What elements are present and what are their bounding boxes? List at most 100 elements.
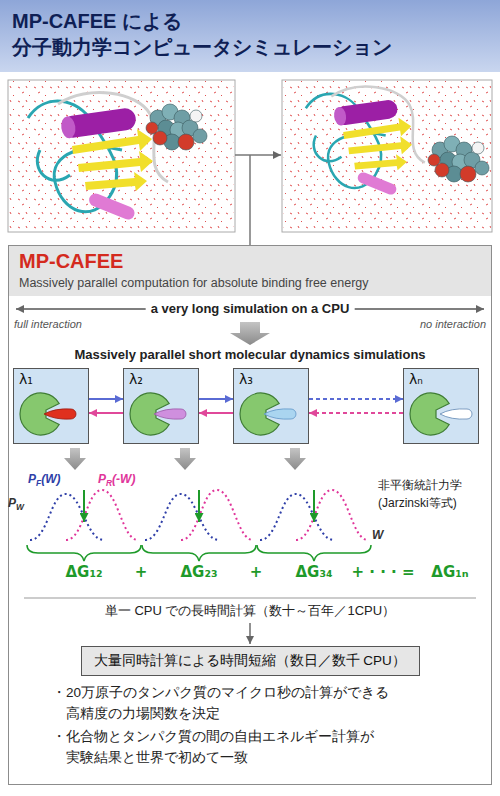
note: 非平衡統計力学	[378, 478, 462, 492]
range-end-label-group: full interaction	[14, 318, 82, 332]
transition-arrow	[199, 412, 233, 414]
free-energy-term-group: ΔG₁₂	[65, 563, 102, 582]
axis-label-group: W	[372, 528, 383, 543]
lambda-ground	[13, 368, 89, 444]
free-energy-term: ΔG₂₃	[180, 563, 217, 581]
forward-dist-label: P	[28, 472, 36, 486]
transition-arrow	[309, 398, 403, 400]
free-energy-total: ΔG₁ₙ	[431, 563, 468, 581]
section-label-group: Massively parallel short molecular dynam…	[74, 347, 425, 363]
bullet-item-group: ・化合物とタンパク質の間の自由エネルギー計算が 実験結果と世界で初めて一致	[52, 727, 462, 769]
ligand	[154, 409, 186, 419]
lambda-label: λ₃	[234, 369, 308, 386]
operator-group: + · · · =	[351, 563, 414, 582]
lambda-label: λ₁	[14, 369, 88, 386]
lambda-ground	[123, 368, 199, 444]
header-band: MP-CAFEEMassively parallel computation f…	[9, 246, 491, 296]
range-end-label: full interaction	[14, 318, 82, 330]
down-arrow	[174, 448, 196, 470]
water-box	[9, 81, 234, 231]
reverse-dist-label: R	[106, 478, 112, 488]
forward-dist-label-group: PF(W)	[28, 472, 60, 488]
title-band: MP-CAFEE による 分子動力学コンピュータシミュレーション	[0, 0, 500, 72]
note: 単一 CPU での長時間計算（数十～百年／1CPU）	[105, 603, 395, 618]
free-energy-term-group: ΔG₃₄	[295, 563, 332, 582]
operator: + · · · =	[351, 563, 414, 581]
bullet-item: ・20万原子のタンパク質のマイクロ秒の計算ができる 高精度の力場関数を決定	[52, 685, 389, 721]
lambda-label: λ₂	[124, 369, 198, 386]
down-arrow	[249, 623, 250, 644]
range-label-group: a very long simulation on a CPU	[146, 301, 355, 317]
lambda-label: λₙ	[404, 369, 478, 386]
snapshot-frame	[282, 80, 492, 232]
range-end-label-group: no interaction	[420, 318, 486, 332]
free-energy-term: ΔG₁₂	[65, 563, 102, 581]
reverse-dist-label: (-W)	[112, 472, 135, 486]
section-label: Massively parallel short molecular dynam…	[74, 347, 425, 362]
box-text: 大量同時計算による時間短縮（数日／数千 CPU）	[82, 647, 419, 675]
forward-distribution	[145, 494, 219, 540]
bullet-item: ・化合物とタンパク質の間の自由エネルギー計算が 実験結果と世界で初めて一致	[52, 729, 374, 765]
lambda-box: λ₃	[233, 368, 309, 444]
operator: +	[135, 563, 148, 581]
ligand	[440, 409, 472, 419]
panel-subtitle: Massively parallel computation for absol…	[9, 273, 491, 290]
leader-line	[249, 155, 251, 245]
water-box	[283, 81, 491, 231]
axis-label-group: PW	[8, 496, 24, 512]
reverse-distribution	[66, 490, 138, 540]
separator-line	[24, 598, 476, 599]
reverse-dist-label-group: PR(-W)	[98, 472, 135, 488]
transition-arrow	[89, 398, 123, 400]
protein-bound	[28, 93, 168, 222]
brace	[142, 545, 256, 561]
free-energy-term: ΔG₃₄	[295, 563, 332, 581]
reverse-distribution	[181, 490, 253, 540]
reverse-distribution	[296, 490, 368, 540]
transition-arrow	[199, 398, 233, 400]
operator-group: +	[250, 563, 263, 582]
range-end-label: no interaction	[420, 318, 486, 330]
forward-dist-label: (W)	[41, 472, 60, 486]
crossing-arrow	[83, 490, 85, 522]
crossing-arrow	[313, 490, 315, 522]
ligand	[264, 409, 296, 419]
process-box: 大量同時計算による時間短縮（数日／数千 CPU）	[81, 646, 420, 676]
ligand-bound	[146, 104, 207, 150]
protein-unbound	[306, 87, 425, 197]
bullet-item-group: ・20万原子のタンパク質のマイクロ秒の計算ができる 高精度の力場関数を決定	[52, 683, 462, 725]
forward-dist-label: F	[36, 478, 41, 488]
operator-group: +	[135, 563, 148, 582]
lambda-box: λₙ	[403, 368, 479, 444]
crossing-arrow	[198, 490, 200, 522]
reverse-dist-label: P	[98, 472, 106, 486]
range-label: a very long simulation on a CPU	[151, 301, 350, 316]
panel-heading: MP-CAFEE	[9, 246, 491, 273]
note: (Jarzinski等式)	[378, 496, 457, 510]
brace	[27, 545, 141, 561]
page-title: MP-CAFEE による 分子動力学コンピュータシミュレーション	[0, 0, 470, 68]
free-energy-term-group: ΔG₂₃	[180, 563, 217, 582]
forward-distribution	[260, 494, 334, 540]
lambda-ground	[233, 368, 309, 444]
note-group: 非平衡統計力学	[378, 478, 462, 493]
note-group: (Jarzinski等式)	[378, 496, 457, 511]
down-arrow	[230, 322, 270, 345]
transition-arrow	[89, 412, 123, 414]
brace	[257, 545, 371, 561]
axis-label: W	[16, 502, 24, 512]
ligand-unbound	[428, 136, 489, 182]
lambda-ground	[403, 368, 479, 444]
free-energy-total-group: ΔG₁ₙ	[431, 563, 468, 582]
operator: +	[250, 563, 263, 581]
axis-label: P	[8, 496, 16, 510]
lambda-box: λ₁	[13, 368, 89, 444]
axis-label: W	[372, 528, 383, 542]
forward-distribution	[30, 494, 104, 540]
ligand	[44, 409, 76, 419]
lambda-box: λ₂	[123, 368, 199, 444]
